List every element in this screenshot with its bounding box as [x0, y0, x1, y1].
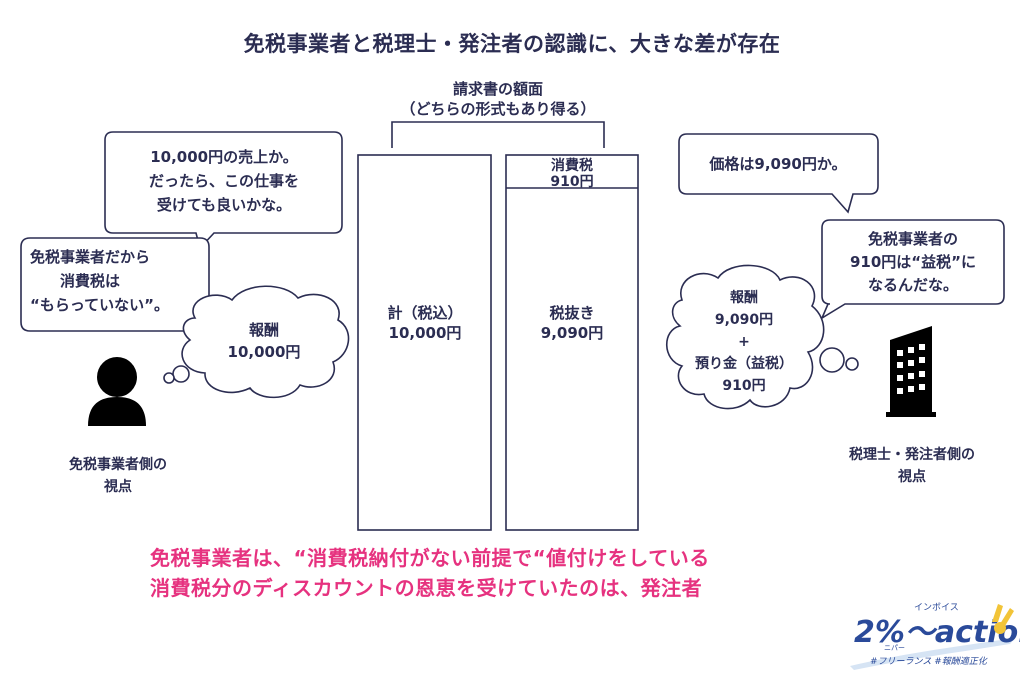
- right-speech-bottom-line-2: 910円は“益税”に: [850, 253, 976, 271]
- right-thought-line-3: +: [738, 334, 750, 350]
- left-speech-bottom-line-3: “もらっていない”。: [30, 296, 169, 314]
- right-caption-line-1: 税理士・発注者側の: [849, 446, 975, 463]
- left-caption-line-1: 免税事業者側の: [69, 456, 167, 473]
- tax-excluded-box: [505, 154, 639, 531]
- left-speech-top-line-2: だったら、この仕事を: [149, 172, 299, 190]
- right-speech-bottom-line-1: 免税事業者の: [868, 230, 958, 248]
- building-icon: [886, 326, 936, 417]
- thought-cloud-left: [181, 285, 350, 399]
- page-title: 免税事業者と税理士・発注者の認識に、大きな差が存在: [243, 32, 781, 56]
- conclusion-line-2: 消費税分のディスカウントの恩恵を受けていたのは、発注者: [150, 576, 703, 600]
- left-thought-line-1: 報酬: [249, 321, 279, 339]
- speech-bubble-top-right: [678, 133, 879, 214]
- logo-sub: ニパー: [884, 644, 905, 652]
- left-speech-top-line-3: 受けても良いかな。: [157, 196, 291, 214]
- invoice-label-1: 請求書の額面: [453, 80, 543, 98]
- logo-tags: #フリーランス #報酬適正化: [870, 656, 988, 667]
- thought-dot-left-2: [163, 372, 175, 384]
- invoice-label-2: （どちらの形式もあり得る）: [400, 100, 595, 118]
- right-caption-line-2: 視点: [897, 468, 926, 485]
- left-speech-bottom-line-1: 免税事業者だから: [30, 248, 150, 266]
- tax-excluded-label: 税抜き: [549, 304, 594, 322]
- right-thought-line-4: 預り金（益税）: [695, 355, 793, 372]
- tax-included-amount: 10,000円: [389, 324, 462, 342]
- conclusion-line-1: 免税事業者は、“消費税納付がない前提で“値付けをしている: [150, 546, 710, 570]
- tax-included-box: [357, 154, 492, 531]
- right-speech-bottom-line-3: なるんだな。: [868, 276, 958, 294]
- right-thought-line-1: 報酬: [730, 289, 758, 306]
- tax-included-label: 計（税込）: [387, 304, 462, 322]
- tax-excluded-amount: 9,090円: [541, 324, 603, 342]
- consumption-tax-label: 消費税: [551, 157, 593, 174]
- left-caption-line-2: 視点: [103, 478, 132, 495]
- logo-main: 2%〜action: [854, 615, 1020, 650]
- left-speech-top-line-1: 10,000円の売上か。: [150, 148, 298, 166]
- thought-dot-right-2: [845, 357, 859, 371]
- thought-cloud-right: [666, 264, 825, 410]
- speech-bubble-bottom-right: [820, 219, 1005, 320]
- left-speech-bottom-line-2: 消費税は: [60, 272, 120, 290]
- brand-logo: 2%〜action インボイス ニパー #フリーランス #報酬適正化: [850, 602, 1020, 670]
- victory-hand-icon: [992, 604, 1014, 634]
- invoice-bracket: [391, 121, 605, 148]
- logo-swoosh: [850, 638, 1015, 670]
- consumption-tax-amount: 910円: [550, 174, 593, 190]
- right-speech-top-line-1: 価格は9,090円か。: [708, 155, 846, 173]
- thought-dot-right-1: [819, 347, 845, 373]
- left-thought-line-2: 10,000円: [228, 343, 301, 361]
- thought-dot-left-1: [172, 365, 190, 383]
- right-thought-line-2: 9,090円: [715, 312, 773, 328]
- right-thought-line-5: 910円: [722, 378, 765, 394]
- person-icon: [88, 357, 146, 426]
- logo-sup: インボイス: [914, 602, 959, 613]
